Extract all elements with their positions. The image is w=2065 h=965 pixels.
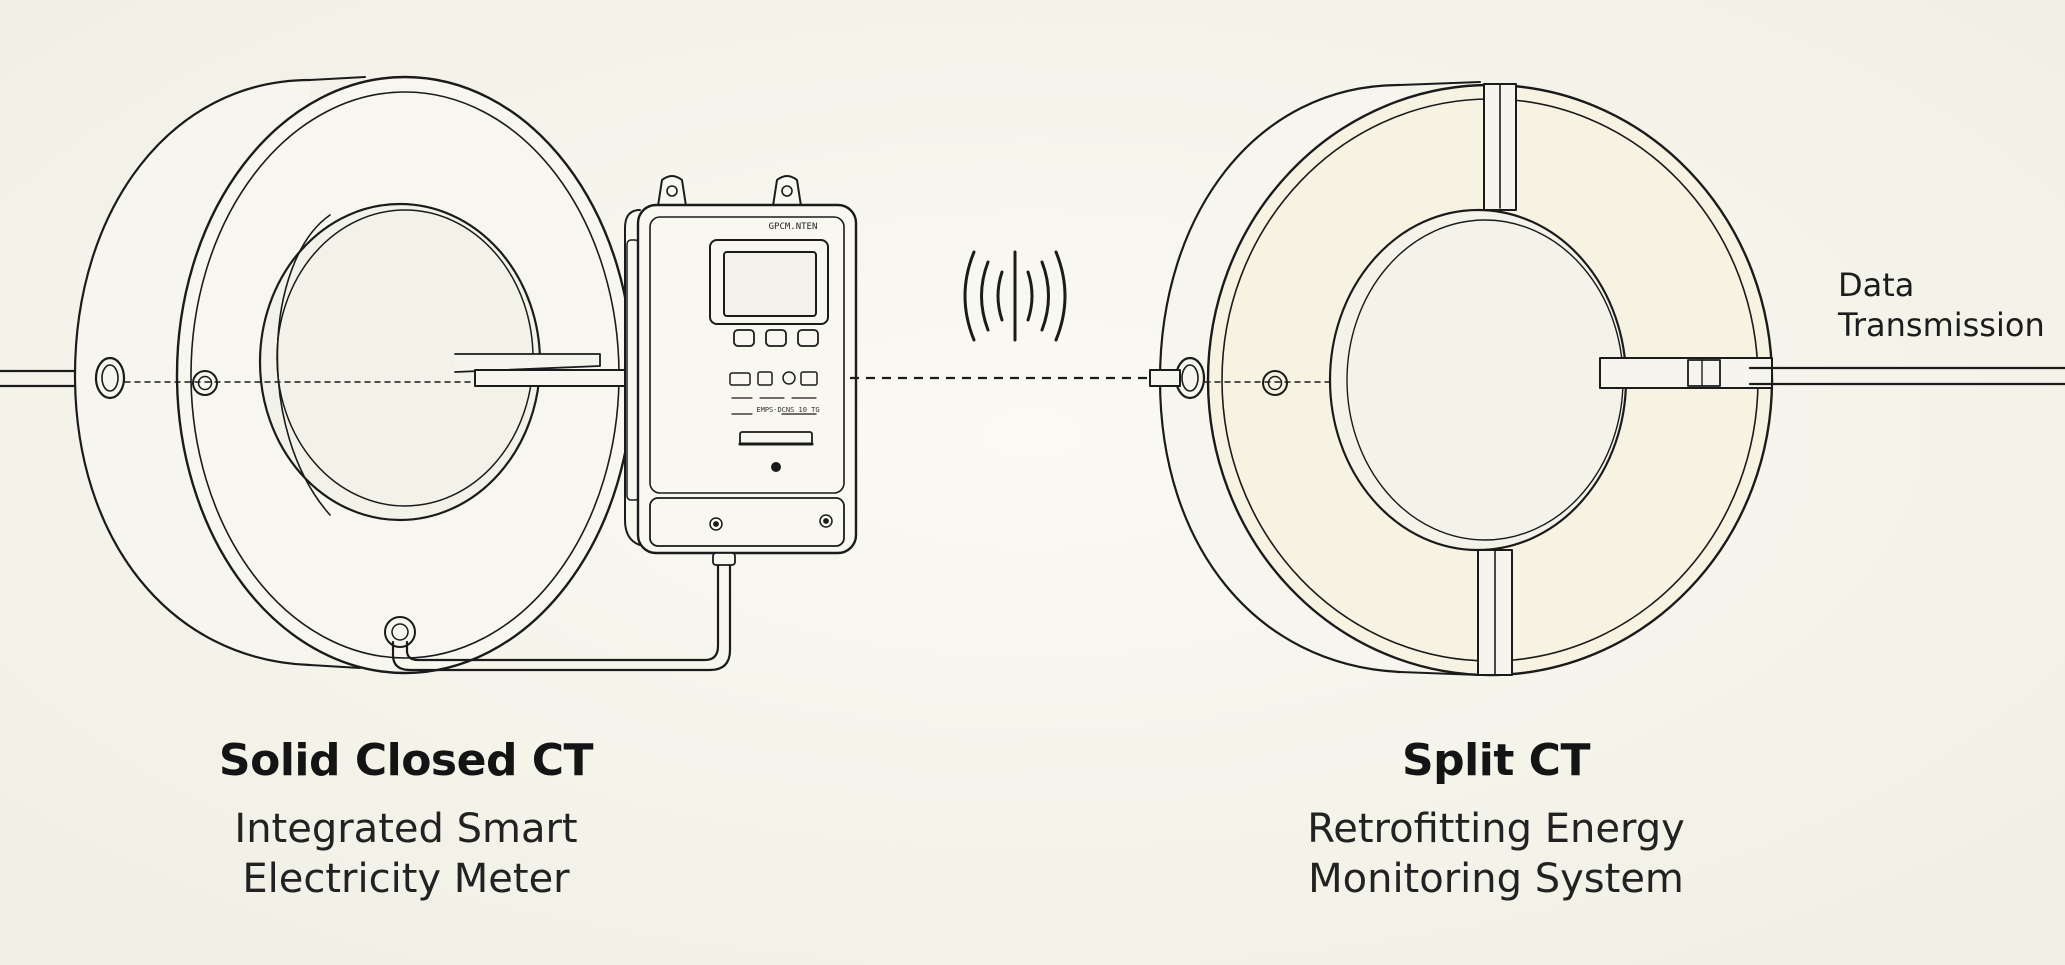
wireless-signal-icon [963, 250, 1067, 342]
meter-brand-text: GPCM.NTEN [768, 222, 818, 232]
solid-ct-caption: Solid Closed CT Integrated Smart Electri… [96, 735, 716, 904]
split-ct-gap-right [1599, 357, 1773, 389]
split-ct-latch [1687, 359, 1721, 387]
meter-button-1 [733, 329, 755, 347]
solid-ct-port-left [94, 356, 126, 400]
split-ct [1149, 81, 2065, 677]
meter-terminal-4 [800, 371, 818, 386]
data-transmission-label: Data Transmission [1838, 265, 2045, 345]
solid-ct-subtitle-2: Electricity Meter [242, 856, 570, 902]
solid-ct-port-mid [192, 370, 218, 396]
meter-button-2 [765, 329, 787, 347]
meter-card-slot [739, 431, 813, 445]
meter-cable-gland [712, 552, 736, 566]
solid-ct-bottom-port [384, 616, 416, 648]
smart-meter [624, 175, 858, 566]
meter-terminal-cover [649, 497, 845, 547]
split-ct-output-cable [1748, 366, 2065, 386]
meter-display [723, 251, 817, 317]
meter-cable-inner [405, 563, 720, 662]
solid-closed-ct [0, 75, 732, 675]
solid-ct-hole-depth [276, 214, 331, 516]
meter-cable-outer [391, 563, 732, 672]
split-ct-caption: Split CT Retrofitting Energy Monitoring … [1186, 735, 1806, 904]
meter-terminal-3 [782, 371, 796, 385]
split-ct-hole [1328, 208, 1628, 552]
meter-fine-text: EMPS-DCNS 10 TG [756, 406, 820, 414]
split-ct-port-mid [1262, 370, 1288, 396]
meter-terminal-2 [757, 371, 773, 386]
solid-ct-subtitle-1: Integrated Smart [234, 806, 578, 852]
meter-button-3 [797, 329, 819, 347]
data-transmission-line2: Transmission [1838, 306, 2045, 344]
data-transmission-line1: Data [1838, 266, 1915, 304]
solid-ct-title: Solid Closed CT [218, 735, 594, 786]
meter-led [771, 462, 781, 472]
split-ct-subtitle-1: Retrofitting Energy [1307, 806, 1685, 852]
meter-terminal-1 [729, 372, 751, 386]
split-ct-subtitle-2: Monitoring System [1308, 856, 1684, 902]
split-ct-title: Split CT [1401, 735, 1591, 786]
